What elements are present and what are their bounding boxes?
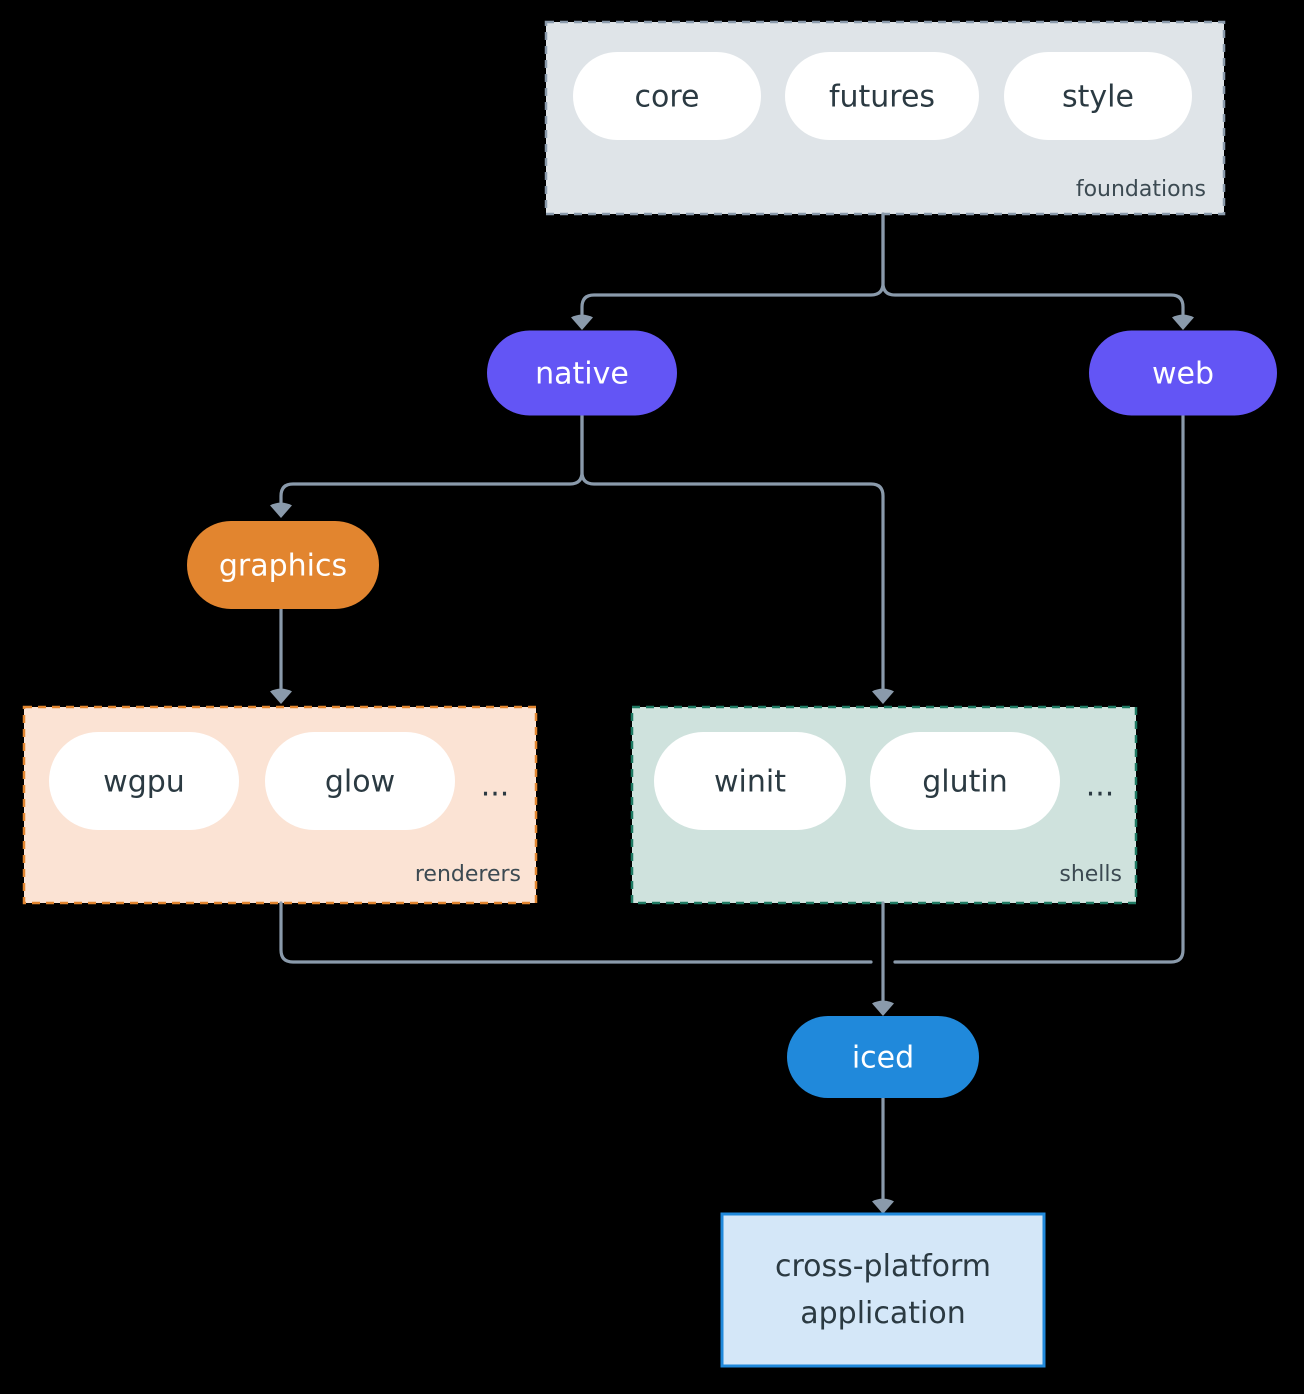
node-iced[interactable]: iced bbox=[787, 1016, 979, 1098]
edge-shells-to-iced bbox=[872, 901, 894, 1016]
arrow-head-icon bbox=[571, 314, 593, 330]
leaf-node-wgpu[interactable] bbox=[49, 732, 239, 830]
node-web[interactable]: web bbox=[1089, 330, 1277, 416]
edge-web-to-iced bbox=[893, 414, 1185, 964]
node-native[interactable]: native bbox=[487, 330, 677, 416]
group-label-renderers: renderers bbox=[415, 862, 521, 887]
edge-line bbox=[279, 414, 584, 510]
edge-foundations-to-native bbox=[571, 212, 885, 330]
edge-line bbox=[279, 901, 873, 964]
edge-line bbox=[580, 212, 885, 322]
node-graphics[interactable]: graphics bbox=[187, 521, 379, 609]
edge-line bbox=[881, 212, 1185, 322]
group-shells: winit glutin... shells bbox=[630, 705, 1138, 905]
leaf-node-glow[interactable] bbox=[265, 732, 455, 830]
arrow-head-icon bbox=[270, 502, 292, 518]
leaf-node-style[interactable] bbox=[1004, 52, 1192, 140]
node-label-iced: iced bbox=[852, 1041, 914, 1076]
nodes-layer: native web graphics iced cross-platform appli… bbox=[187, 330, 1277, 1368]
group-foundations: core futures style foundations bbox=[544, 20, 1226, 216]
leaf-label-winit: winit bbox=[714, 765, 786, 800]
group-label-foundations: foundations bbox=[1076, 177, 1206, 202]
edge-graphics-to-renderers bbox=[270, 607, 292, 704]
arrow-head-icon bbox=[1172, 314, 1194, 330]
edge-native-to-shells bbox=[580, 414, 894, 704]
leaf-label-glow: glow bbox=[325, 765, 395, 800]
leaf-node-glutin[interactable] bbox=[870, 732, 1060, 830]
leaf-label-glutin: glutin bbox=[922, 765, 1008, 800]
edge-line bbox=[893, 414, 1185, 964]
node-label-graphics: graphics bbox=[219, 549, 347, 584]
edge-foundations-to-web bbox=[881, 212, 1194, 330]
node-shape-web[interactable] bbox=[1089, 330, 1277, 416]
ellipsis-label-renderers: ... bbox=[481, 769, 510, 804]
leaf-label-core: core bbox=[635, 80, 700, 115]
arrow-head-icon bbox=[872, 1000, 894, 1016]
leaf-node-futures[interactable] bbox=[785, 52, 979, 140]
arrow-head-icon bbox=[270, 688, 292, 704]
node-shape-graphics[interactable] bbox=[187, 521, 379, 609]
node-shape-native[interactable] bbox=[487, 330, 677, 416]
ellipsis-label-shells: ... bbox=[1086, 769, 1115, 804]
group-label-shells: shells bbox=[1059, 862, 1122, 887]
edge-renderers-to-iced bbox=[279, 901, 873, 964]
node-shape-application[interactable] bbox=[720, 1212, 1046, 1368]
arrow-head-icon bbox=[872, 688, 894, 704]
group-containers-layer: core futures style foundations wgpu glow... re… bbox=[22, 20, 1226, 905]
node-label-native: native bbox=[535, 357, 629, 392]
arrow-head-icon bbox=[872, 1198, 894, 1214]
node-label-web: web bbox=[1152, 357, 1214, 392]
leaf-label-futures: futures bbox=[829, 80, 935, 115]
edge-native-to-graphics bbox=[270, 414, 584, 518]
leaf-label-style: style bbox=[1062, 80, 1134, 115]
edges-layer bbox=[270, 212, 1194, 1214]
leaf-label-wgpu: wgpu bbox=[103, 765, 185, 800]
node-label-application-line1: cross-platform bbox=[775, 1249, 991, 1284]
leaf-node-core[interactable] bbox=[573, 52, 761, 140]
node-shape-iced[interactable] bbox=[787, 1016, 979, 1098]
edge-line bbox=[580, 414, 885, 694]
leaf-node-winit[interactable] bbox=[654, 732, 846, 830]
edge-iced-to-application bbox=[872, 1096, 894, 1214]
node-label-application-line2: application bbox=[800, 1296, 965, 1331]
node-application[interactable]: cross-platform application bbox=[720, 1212, 1046, 1368]
group-renderers: wgpu glow... renderers bbox=[22, 705, 538, 905]
